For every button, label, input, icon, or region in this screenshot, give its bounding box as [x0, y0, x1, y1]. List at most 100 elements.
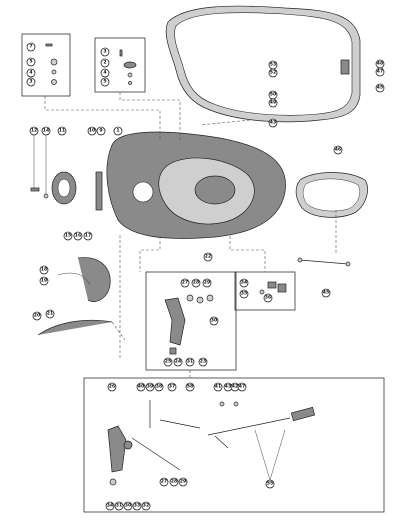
- svg-text:47: 47: [239, 384, 245, 390]
- callout-lever: 55: [265, 479, 275, 489]
- callout-cowl-5: 43: [268, 118, 278, 128]
- svg-text:52: 52: [270, 70, 276, 76]
- svg-text:17: 17: [85, 233, 91, 239]
- svg-text:50: 50: [270, 92, 276, 98]
- callout-lower-bot-3: 30: [123, 501, 133, 511]
- callout-lower-top-1: 26: [107, 382, 117, 392]
- svg-text:29: 29: [180, 479, 186, 485]
- svg-text:5: 5: [29, 59, 32, 65]
- kit-b-parts: [119, 49, 137, 85]
- svg-text:29: 29: [204, 280, 210, 286]
- linkage-rod: [297, 257, 351, 267]
- callout-lower-mid-3: 27: [159, 477, 169, 487]
- svg-text:10: 10: [89, 128, 95, 134]
- hardware-kit-frame-a: [21, 33, 71, 97]
- svg-text:23: 23: [200, 359, 206, 365]
- cable-assemblies: [37, 257, 113, 336]
- callout-lower-top-10: 47: [237, 382, 247, 392]
- callout-cable-2: 16: [73, 231, 83, 241]
- callout-kit-a-2: 5: [26, 57, 36, 67]
- callout-cable-1: 15: [63, 231, 73, 241]
- svg-text:45: 45: [377, 85, 383, 91]
- callout-cowl-6: 48: [375, 59, 385, 69]
- callout-link-1: 27: [180, 278, 190, 288]
- callout-lower-top-7: 41: [213, 382, 223, 392]
- callout-kit-a-1: 7: [26, 42, 36, 52]
- svg-text:58: 58: [187, 384, 193, 390]
- svg-text:42: 42: [232, 384, 238, 390]
- svg-text:26: 26: [109, 384, 115, 390]
- callout-lower-bot-5: 32: [141, 501, 151, 511]
- callout-tray-1: 12: [29, 126, 39, 136]
- callout-rod: 45: [321, 288, 331, 298]
- latch-kit-parts: [259, 281, 287, 295]
- svg-text:27: 27: [182, 280, 188, 286]
- callout-cowl-8: 45: [375, 83, 385, 93]
- callout-tray-6: 1: [113, 126, 123, 136]
- svg-text:4: 4: [29, 70, 32, 76]
- svg-text:20: 20: [34, 313, 40, 319]
- svg-text:41: 41: [215, 384, 221, 390]
- svg-text:45: 45: [323, 290, 329, 296]
- svg-text:36: 36: [265, 295, 271, 301]
- svg-text:9: 9: [99, 128, 102, 134]
- svg-text:15: 15: [65, 233, 71, 239]
- svg-text:39: 39: [147, 384, 153, 390]
- callout-link-3: 29: [202, 278, 212, 288]
- callout-tray-4: 10: [87, 126, 97, 136]
- svg-text:34: 34: [241, 280, 247, 286]
- callout-link-2: 28: [191, 278, 201, 288]
- svg-text:3: 3: [29, 79, 32, 85]
- callout-kit-b-1: 3: [100, 47, 110, 57]
- svg-text:30: 30: [125, 503, 131, 509]
- callout-hose: 22: [203, 252, 213, 262]
- callout-lower-top-8: 43: [223, 382, 233, 392]
- callout-kit-a-4: 3: [26, 77, 36, 87]
- svg-text:40: 40: [138, 384, 144, 390]
- left-fastener-parts: [30, 135, 103, 211]
- link-kit-frame: [145, 271, 237, 371]
- svg-text:18: 18: [41, 267, 47, 273]
- svg-text:48: 48: [377, 61, 383, 67]
- callout-kit-b-4: 5: [100, 77, 110, 87]
- callout-lower-top-4: 38: [154, 382, 164, 392]
- callout-seal: 46: [333, 145, 343, 155]
- svg-text:3: 3: [103, 49, 106, 55]
- callout-cowl-1: 53: [268, 60, 278, 70]
- svg-text:33: 33: [134, 503, 140, 509]
- svg-text:25: 25: [165, 359, 171, 365]
- callout-tray-3: 11: [57, 126, 67, 136]
- dashed-connection-lines: [44, 92, 337, 378]
- svg-text:46: 46: [335, 147, 341, 153]
- lower-linkage-frame: [83, 377, 385, 513]
- callout-lower-mid-2: 28: [169, 477, 179, 487]
- callout-latch-2: 35: [239, 289, 249, 299]
- callout-cowl-3: 50: [268, 90, 278, 100]
- callout-link-5: 25: [163, 357, 173, 367]
- callout-kit-b-2: 2: [100, 58, 110, 68]
- svg-text:27: 27: [161, 479, 167, 485]
- svg-text:21: 21: [47, 311, 53, 317]
- svg-text:31: 31: [116, 503, 122, 509]
- link-kit-parts: [164, 294, 214, 355]
- callout-cable-6: 20: [32, 311, 42, 321]
- callout-lower-bot-4: 33: [132, 501, 142, 511]
- svg-text:16: 16: [75, 233, 81, 239]
- callout-kit-a-3: 4: [26, 68, 36, 78]
- callout-lower-top-5: 37: [167, 382, 177, 392]
- callout-cowl-7: 47: [375, 67, 385, 77]
- callout-lower-bot-1: 34: [105, 501, 115, 511]
- callout-cable-5: 19: [39, 276, 49, 286]
- svg-text:14: 14: [43, 128, 49, 134]
- callout-kit-b-3: 4: [100, 68, 110, 78]
- callout-link-4: 30: [209, 316, 219, 326]
- svg-text:53: 53: [270, 62, 276, 68]
- callout-lower-mid-1: 29: [178, 477, 188, 487]
- callout-cable-3: 17: [83, 231, 93, 241]
- callout-lower-bot-2: 31: [114, 501, 124, 511]
- callout-lower-top-3: 39: [145, 382, 155, 392]
- svg-text:19: 19: [41, 278, 47, 284]
- callout-lower-top-6: 58: [185, 382, 195, 392]
- callout-tray-2: 14: [41, 126, 51, 136]
- callout-link-7: 31: [185, 357, 195, 367]
